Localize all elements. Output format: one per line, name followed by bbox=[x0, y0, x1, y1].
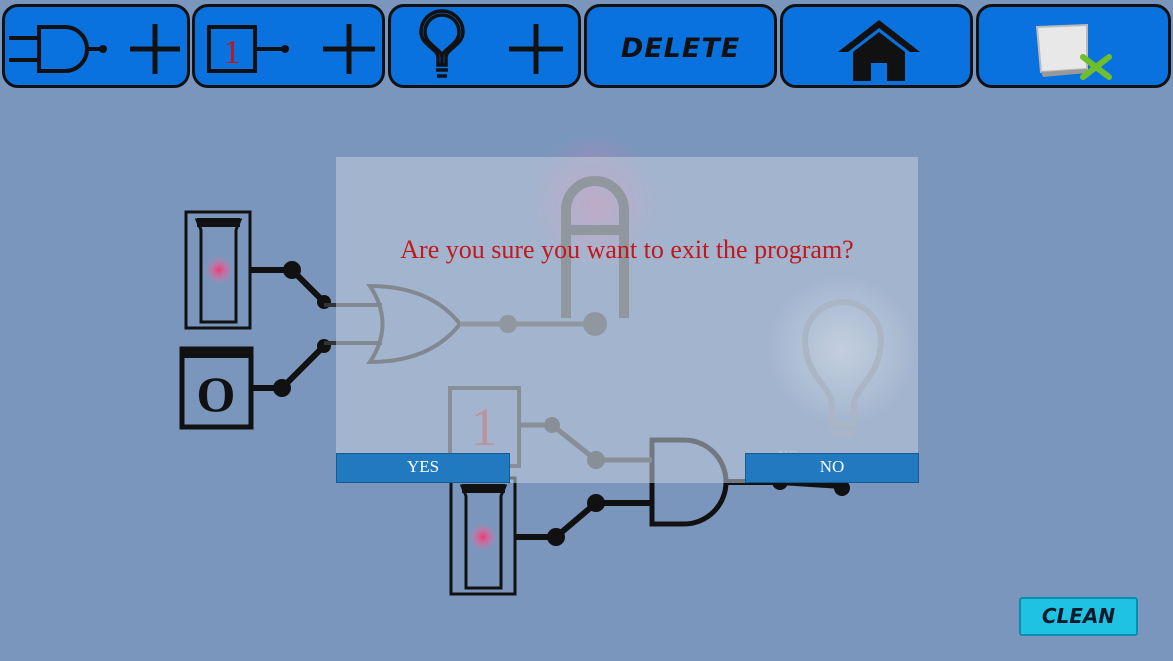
home-button[interactable] bbox=[780, 4, 973, 88]
delete-label: DELETE bbox=[620, 33, 741, 64]
add-gate-button[interactable] bbox=[2, 4, 190, 88]
exit-window-icon bbox=[1035, 23, 1112, 80]
input-switch-plus-icon: 1 bbox=[207, 24, 375, 74]
clean-button[interactable]: CLEAN bbox=[1019, 597, 1138, 636]
switch-value: O bbox=[197, 366, 236, 422]
input-box-zero[interactable]: O bbox=[179, 346, 254, 430]
and-gate-plus-icon bbox=[9, 24, 180, 74]
no-button[interactable]: NO bbox=[745, 453, 919, 483]
input-icon-value: 1 bbox=[224, 34, 241, 71]
home-icon bbox=[838, 20, 920, 81]
add-output-button[interactable] bbox=[388, 4, 581, 88]
toggle-switch-bottom[interactable] bbox=[449, 476, 517, 596]
exit-confirm-dialog: Are you sure you want to exit the progra… bbox=[336, 157, 919, 483]
dialog-message: Are you sure you want to exit the progra… bbox=[400, 235, 854, 264]
lightbulb-plus-icon bbox=[419, 9, 563, 78]
toggle-switch-top[interactable] bbox=[184, 210, 252, 330]
exit-button[interactable] bbox=[976, 4, 1171, 88]
switch-led-icon bbox=[205, 256, 233, 284]
switch-led-icon bbox=[469, 523, 497, 551]
yes-button[interactable]: YES bbox=[336, 453, 510, 483]
delete-button[interactable]: DELETE bbox=[584, 4, 777, 88]
toolbar: 1 bbox=[0, 0, 1173, 90]
add-input-button[interactable]: 1 bbox=[192, 4, 385, 88]
